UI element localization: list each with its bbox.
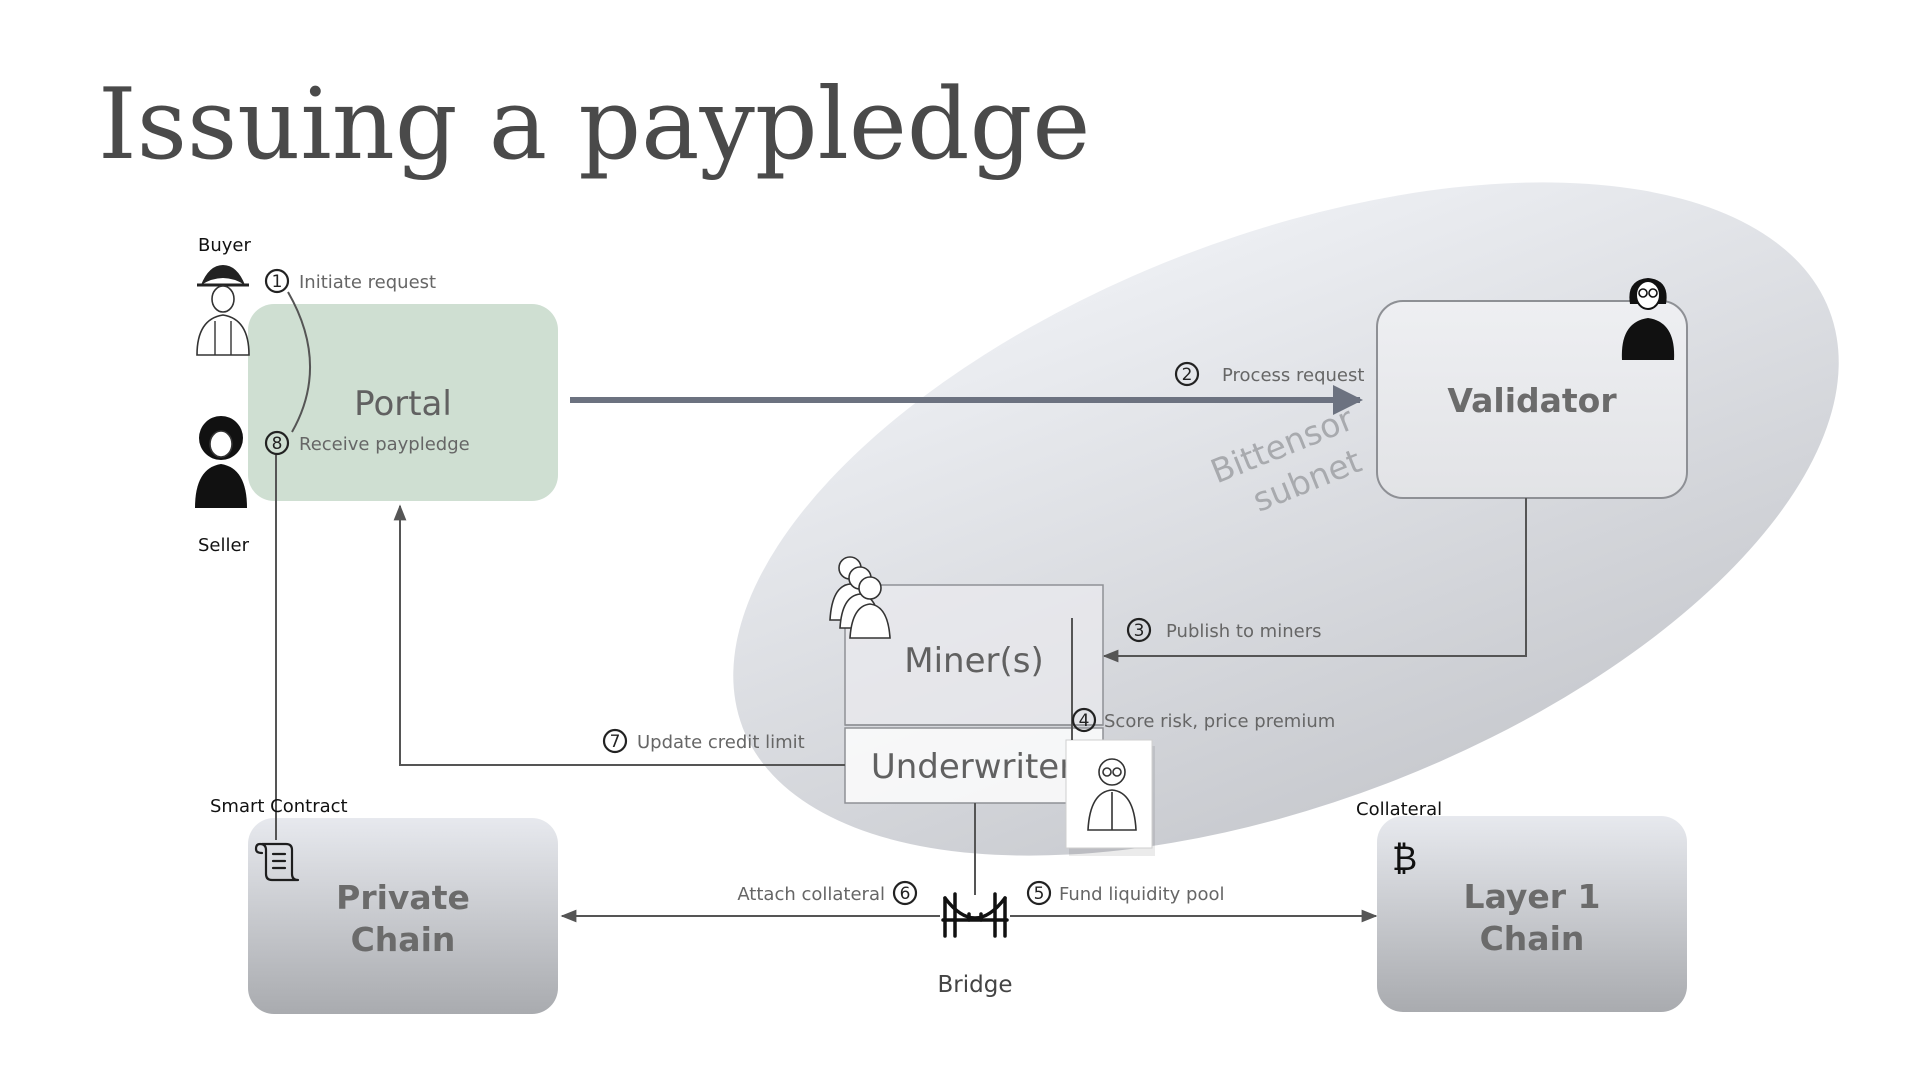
validator-label: Validator bbox=[1447, 381, 1617, 420]
step-5: 5 Fund liquidity pool bbox=[1026, 880, 1224, 906]
step-6-number: 6 bbox=[900, 884, 911, 904]
step-6-label: Attach collateral bbox=[737, 884, 885, 905]
step-4-label: Score risk, price premium bbox=[1104, 711, 1335, 732]
curve-request-cycle bbox=[287, 291, 312, 433]
step-8-number: 8 bbox=[272, 434, 283, 454]
step-7-number: 7 bbox=[610, 732, 621, 752]
step-3-number: 3 bbox=[1134, 621, 1145, 641]
portal-label: Portal bbox=[354, 384, 452, 424]
seller-label: Seller bbox=[198, 535, 250, 556]
scroll-icon bbox=[254, 842, 300, 882]
bridge-label: Bridge bbox=[938, 972, 1013, 998]
smart-contract-label: Smart Contract bbox=[210, 796, 348, 817]
step-4-number: 4 bbox=[1079, 711, 1090, 731]
step-2-number: 2 bbox=[1182, 365, 1193, 385]
collateral-label: Collateral bbox=[1356, 799, 1442, 820]
seller-person-icon bbox=[195, 416, 247, 508]
buyer-person-icon bbox=[196, 265, 250, 356]
step-1: 1 Initiate request bbox=[264, 268, 436, 294]
underwriter-label: Underwriter bbox=[871, 747, 1073, 787]
step-4: 4 Score risk, price premium bbox=[1071, 707, 1335, 733]
miners-group-icon bbox=[829, 556, 891, 639]
validator-person-icon bbox=[1621, 278, 1675, 360]
buyer-label: Buyer bbox=[198, 235, 251, 256]
bitcoin-icon: ₿ bbox=[1392, 839, 1417, 879]
bridge-icon bbox=[941, 892, 1009, 938]
step-8: 8 Receive paypledge bbox=[264, 430, 470, 456]
step-8-label: Receive paypledge bbox=[299, 434, 470, 455]
step-3: 3 Publish to miners bbox=[1126, 617, 1321, 643]
miners-label: Miner(s) bbox=[904, 641, 1043, 681]
layer1-chain-label-line2: Chain bbox=[1480, 919, 1585, 958]
private-chain-box[interactable] bbox=[248, 818, 558, 1014]
validator-box[interactable] bbox=[1376, 300, 1688, 499]
private-chain-label-line1: Private bbox=[336, 878, 470, 917]
step-1-label: Initiate request bbox=[299, 272, 436, 293]
layer1-chain-label-line1: Layer 1 bbox=[1464, 877, 1601, 916]
step-7: 7 Update credit limit bbox=[602, 728, 805, 754]
arrow-publish-to-miners bbox=[1102, 498, 1527, 663]
step-7-label: Update credit limit bbox=[637, 732, 805, 753]
step-5-label: Fund liquidity pool bbox=[1059, 884, 1224, 905]
step-1-number: 1 bbox=[272, 272, 283, 292]
subnet-ellipse bbox=[733, 182, 1839, 856]
step-3-label: Publish to miners bbox=[1166, 621, 1321, 642]
private-chain-label-line2: Chain bbox=[351, 920, 456, 959]
page-title: Issuing a paypledge bbox=[98, 68, 1090, 182]
step-6: Attach collateral 6 bbox=[737, 880, 918, 906]
portal-box[interactable] bbox=[248, 304, 558, 501]
step-2-label: Process request bbox=[1222, 365, 1364, 386]
underwriter-card bbox=[1065, 739, 1155, 856]
step-5-number: 5 bbox=[1034, 884, 1045, 904]
underwriter-person-icon bbox=[1087, 758, 1137, 831]
layer1-chain-box[interactable] bbox=[1377, 816, 1687, 1012]
step-2: 2 Process request bbox=[1174, 361, 1364, 387]
arrow-update-credit-limit bbox=[393, 504, 845, 766]
miners-box[interactable] bbox=[844, 584, 1104, 726]
